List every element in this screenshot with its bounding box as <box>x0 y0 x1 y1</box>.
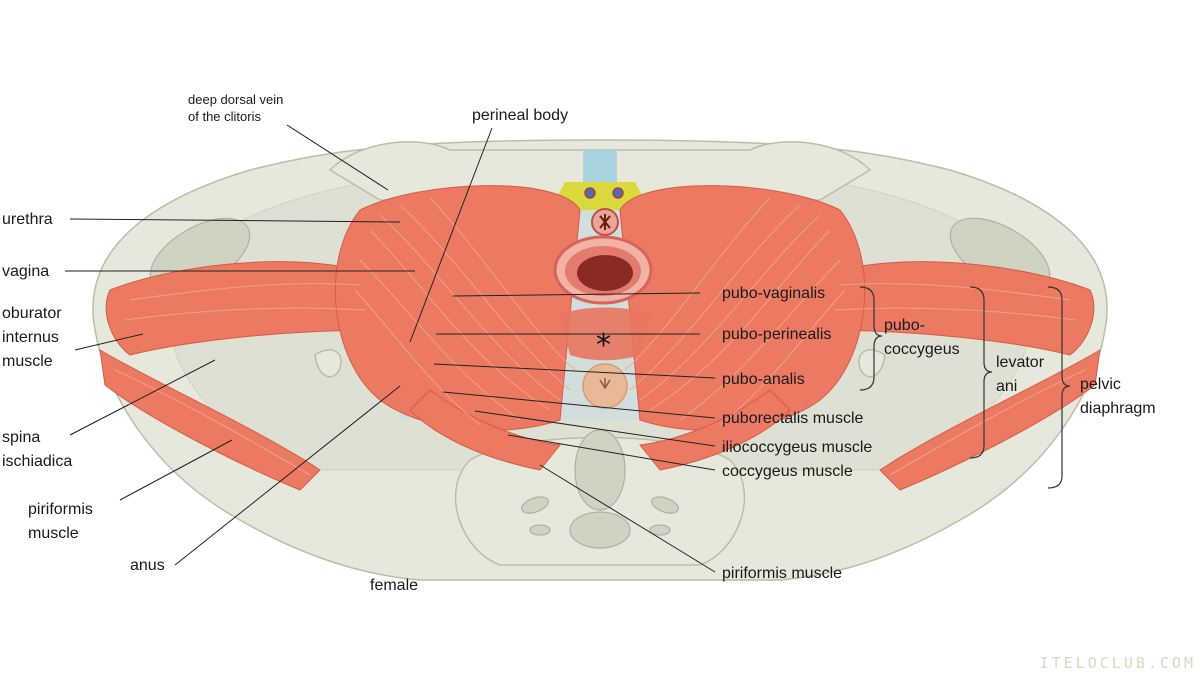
label-spina-2: ischiadica <box>2 453 72 470</box>
label-pubo-perinealis: pubo-perinealis <box>722 326 831 343</box>
coccygeus-left <box>409 389 561 471</box>
label-pelvic-1: pelvic <box>1080 376 1121 393</box>
coccygeus-right <box>639 389 791 471</box>
label-perineal-body: perineal body <box>472 107 568 124</box>
label-piriformis-left-2: muscle <box>28 525 79 542</box>
labels: deep dorsal vein of the clitoris perinea… <box>2 92 1156 594</box>
label-puborectalis: puborectalis muscle <box>722 410 864 427</box>
braces <box>859 286 1071 489</box>
muscle-fibers <box>114 197 1086 476</box>
label-piriformis-left-1: piriformis <box>28 501 93 518</box>
dorsal-vein-left <box>584 187 596 199</box>
label-pubo-analis: pubo-analis <box>722 371 805 388</box>
label-oburator-1: oburator <box>2 305 62 322</box>
label-pubococcygeus-1: pubo- <box>884 317 925 334</box>
label-vagina: vagina <box>2 263 49 280</box>
urethra-opening <box>599 214 611 230</box>
leader-lines <box>65 124 716 573</box>
label-piriformis-right: piriformis muscle <box>722 565 842 582</box>
label-anus: anus <box>130 557 165 574</box>
clitoris-area <box>550 182 650 210</box>
label-deep-dorsal-vein-2: of the clitoris <box>188 109 261 124</box>
label-pubo-vaginalis: pubo-vaginalis <box>722 285 825 302</box>
obturator-internus-right <box>819 261 1095 356</box>
dorsal-vein-right <box>612 187 624 199</box>
obturator-internus-left <box>105 261 381 356</box>
label-oburator-2: internus <box>2 329 59 346</box>
label-pubococcygeus-2: coccygeus <box>884 341 960 358</box>
label-female: female <box>370 577 418 594</box>
label-coccygeus: coccygeus muscle <box>722 463 853 480</box>
label-iliococcygeus: iliococcygeus muscle <box>722 439 872 456</box>
vagina-inner <box>577 255 633 291</box>
watermark: ITELOCLUB.COM <box>1040 654 1196 672</box>
label-spina-1: spina <box>2 429 40 446</box>
label-levator-2: ani <box>996 378 1017 395</box>
piriformis-left <box>99 349 321 491</box>
piriformis-right <box>879 349 1101 491</box>
label-deep-dorsal-vein-1: deep dorsal vein <box>188 92 283 107</box>
anus-opening <box>599 378 611 390</box>
label-levator-1: levator <box>996 354 1045 371</box>
label-pelvic-2: diaphragm <box>1080 400 1156 417</box>
perineal-marker: * <box>596 328 611 363</box>
label-oburator-3: muscle <box>2 353 53 370</box>
label-urethra: urethra <box>2 211 53 228</box>
